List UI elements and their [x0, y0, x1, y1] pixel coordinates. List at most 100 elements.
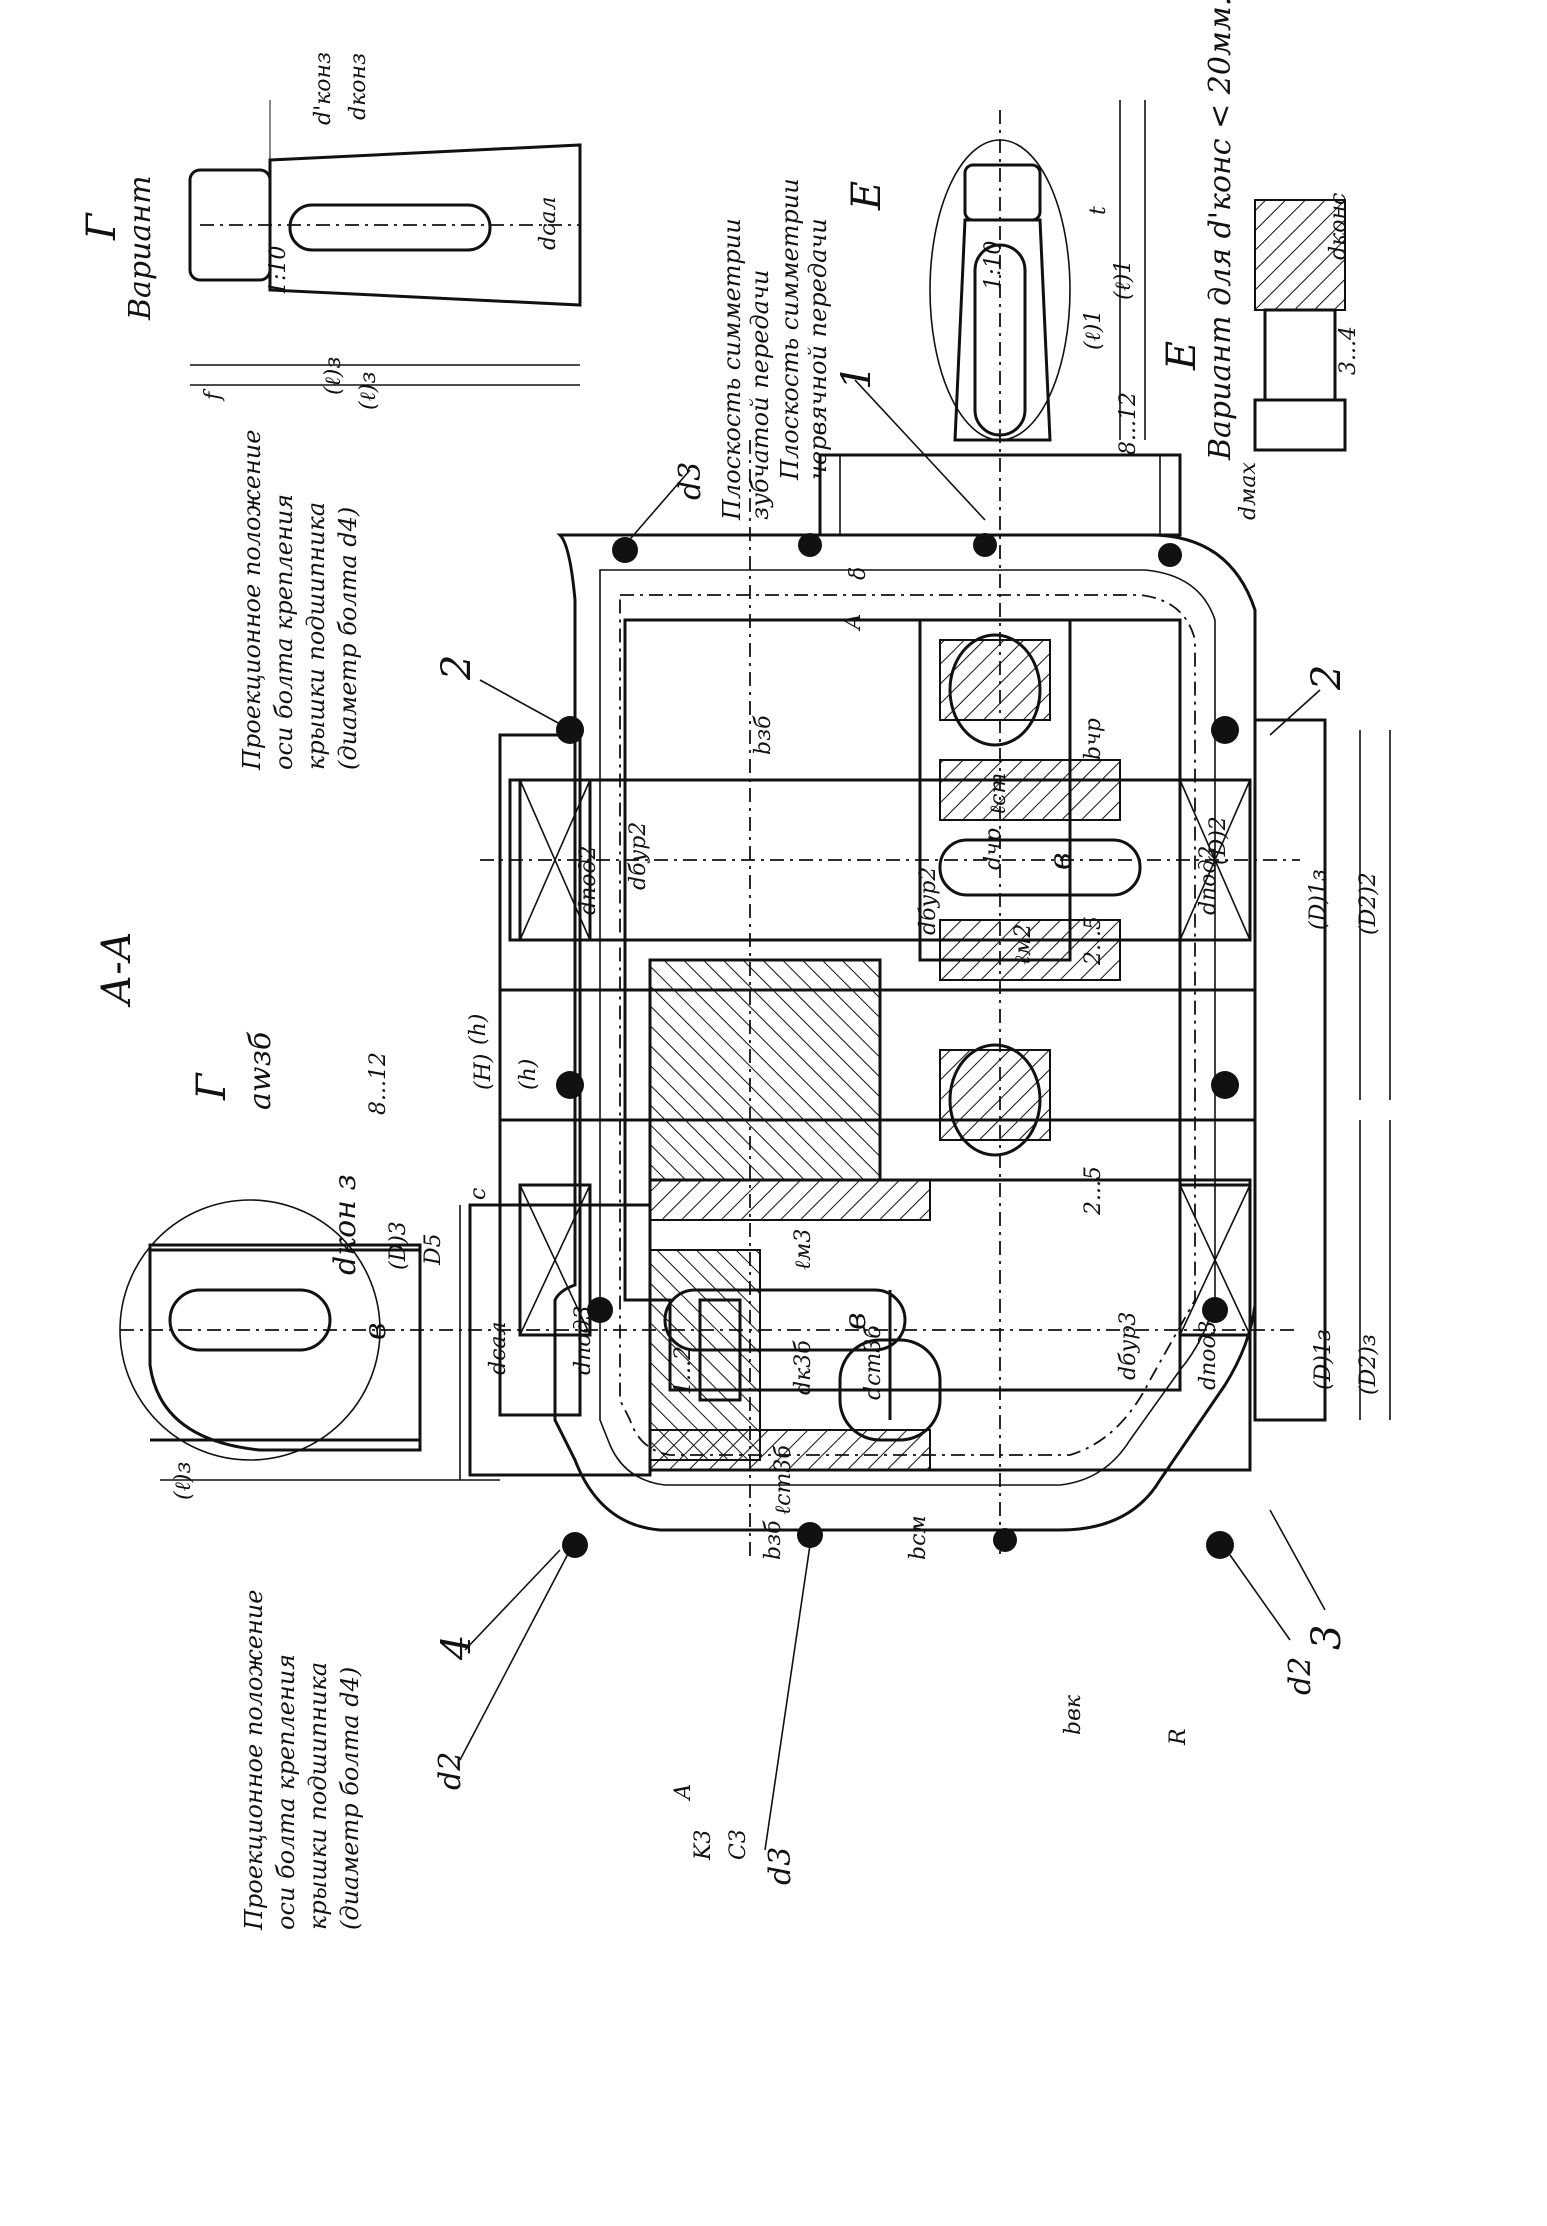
label-dz22: (D2)2 — [1356, 872, 1381, 935]
bolt-note-top-4: (диаметр болта d4) — [334, 507, 362, 770]
label-h2: (h) — [516, 1059, 541, 1090]
label-dpod3: dпод3 — [571, 1306, 596, 1375]
label-dsal-g: dсал — [536, 196, 561, 250]
worm-wheel — [918, 618, 1072, 1157]
label-ds: D5 — [421, 1233, 446, 1266]
label-dmax: dмах — [1236, 462, 1261, 520]
view-g-title: Г — [79, 212, 125, 241]
label-f: f — [201, 388, 226, 402]
label-dkonsm: dконс — [1326, 193, 1351, 260]
label-range3: 1...2 — [671, 1346, 696, 1395]
bolt-note-bot-2: оси болта крепления — [272, 1654, 300, 1930]
label-dkon1: d'конз — [311, 52, 336, 125]
label-bvk: bвк — [1061, 1694, 1086, 1735]
label-c3: C3 — [726, 1829, 751, 1860]
label-b-mid: в — [838, 1313, 873, 1330]
label-aw: awзб — [243, 1031, 278, 1110]
label-dcr: dчр — [981, 828, 1006, 870]
label-c: с — [466, 1188, 491, 1200]
label-d2z: (D2)з — [1356, 1334, 1381, 1395]
callout-2-right: 2 — [1304, 665, 1350, 691]
label-d3s: (D)3 — [386, 1221, 411, 1270]
label-d1z: (D)1з — [1311, 1329, 1336, 1390]
label-lst3b: ℓст3б — [771, 1445, 796, 1515]
label-dbur2: dбур2 — [626, 822, 651, 890]
label-dpod2-r: dпод2 — [1196, 846, 1221, 915]
section-label: А-А — [94, 931, 140, 1008]
label-b-left: в — [358, 1323, 393, 1340]
label-d3-bottom: d3 — [763, 1847, 798, 1885]
dimensions — [160, 100, 1391, 1481]
label-dbur3: dбур3 — [1116, 1312, 1141, 1380]
callout-1: 1 — [834, 365, 880, 390]
label-dsal-main: dсал — [486, 1321, 511, 1375]
symmetry-note-2: зубчатой передачи — [746, 270, 774, 520]
label-delta: δ — [846, 567, 871, 580]
bolt-note-bot-1: Проекционное положение — [240, 1590, 268, 1931]
callout-leaders — [459, 379, 1326, 1851]
label-sz2-g: (ℓ)з — [356, 372, 381, 410]
label-bsm: bсм — [906, 1515, 931, 1560]
label-range4: 2...5 — [1081, 1166, 1106, 1216]
label-t: t — [1086, 206, 1111, 215]
label-sz-g: (ℓ)з — [321, 357, 346, 395]
symmetry-note-3: Плоскость симметрии — [776, 178, 804, 481]
callout-3: 3 — [1304, 1625, 1350, 1650]
label-sz-main: (ℓ)з — [171, 1462, 196, 1500]
label-h3: (h) — [466, 1014, 491, 1045]
view-g — [188, 143, 582, 386]
label-lm3: ℓм3 — [791, 1229, 816, 1270]
bolt-note-top-3: крышки подшипника — [302, 502, 330, 770]
view-g-caption: Вариант — [123, 175, 158, 321]
label-dpod3-r: dпод3 — [1196, 1321, 1221, 1390]
label-d3-top: d3 — [673, 462, 708, 500]
label-lm2: ℓм2 — [1011, 924, 1036, 965]
label-taper: 1:10 — [266, 246, 291, 295]
view-e — [929, 139, 1347, 452]
label-l1: (ℓ)1 — [1081, 310, 1106, 350]
bolt-note-top-1: Проекционное положение — [238, 430, 266, 771]
label-range5: 2...5 — [1081, 916, 1106, 966]
label-dk3b: dк3б — [791, 1340, 816, 1395]
view-e-title: Е — [1159, 341, 1205, 371]
label-l1b: (ℓ)1 — [1111, 260, 1136, 300]
label-d1z2: (D)1з — [1306, 869, 1331, 930]
bolt-note-bot-4: (диаметр болта d4) — [336, 1667, 364, 1930]
centre-lines — [120, 110, 1300, 1560]
label-d2-left: d2 — [433, 1752, 468, 1790]
callout-4: 4 — [434, 1635, 480, 1661]
view-e-title-top: Е — [844, 181, 890, 211]
middle-shaft — [508, 759, 1252, 1182]
label-range6: 3...4 — [1336, 326, 1361, 375]
label-dpod2: dпод2 — [576, 846, 601, 915]
label-r: R — [1166, 1728, 1191, 1746]
label-dkon2: dконз — [346, 53, 371, 120]
label-a-bot: А — [671, 1783, 696, 1802]
bolt-note-top-2: оси болта крепления — [270, 494, 298, 770]
symmetry-note-1: Плоскость симметрии — [718, 218, 746, 521]
label-dkon: dкон з — [328, 1174, 363, 1275]
bearings — [518, 778, 1252, 1337]
label-h: (H) — [471, 1054, 496, 1090]
label-bzb2: bзб — [761, 1520, 786, 1560]
label-a-top: А — [841, 613, 866, 632]
view-e-caption: Вариант для d'конс < 20мм. — [1203, 0, 1238, 461]
label-range2: 8...12 — [1116, 392, 1141, 455]
symmetry-note-4: червячной передачи — [804, 218, 832, 480]
label-taper-e: 1:10 — [981, 241, 1006, 290]
label-k3: K3 — [691, 1830, 716, 1861]
label-bzb: bзб — [751, 715, 776, 755]
housing — [498, 533, 1327, 1532]
label-dst3b: dст3б — [861, 1325, 886, 1400]
label-d2-right: d2 — [1283, 1657, 1318, 1695]
label-d12: (D)2 — [1206, 816, 1231, 865]
label-bch: bчр — [1081, 718, 1106, 760]
labels: А-А Г Вариант Вариант для d'конс < 20мм.… — [79, 0, 1381, 1931]
bolt-note-bot-3: крышки подшипника — [304, 1662, 332, 1930]
view-g-title-main: Г — [189, 1072, 235, 1101]
label-range1: 8...12 — [366, 1052, 391, 1115]
callout-2-top: 2 — [434, 655, 480, 681]
label-dbur2-r: dбур2 — [916, 867, 941, 935]
label-b-top: в — [1043, 853, 1078, 870]
